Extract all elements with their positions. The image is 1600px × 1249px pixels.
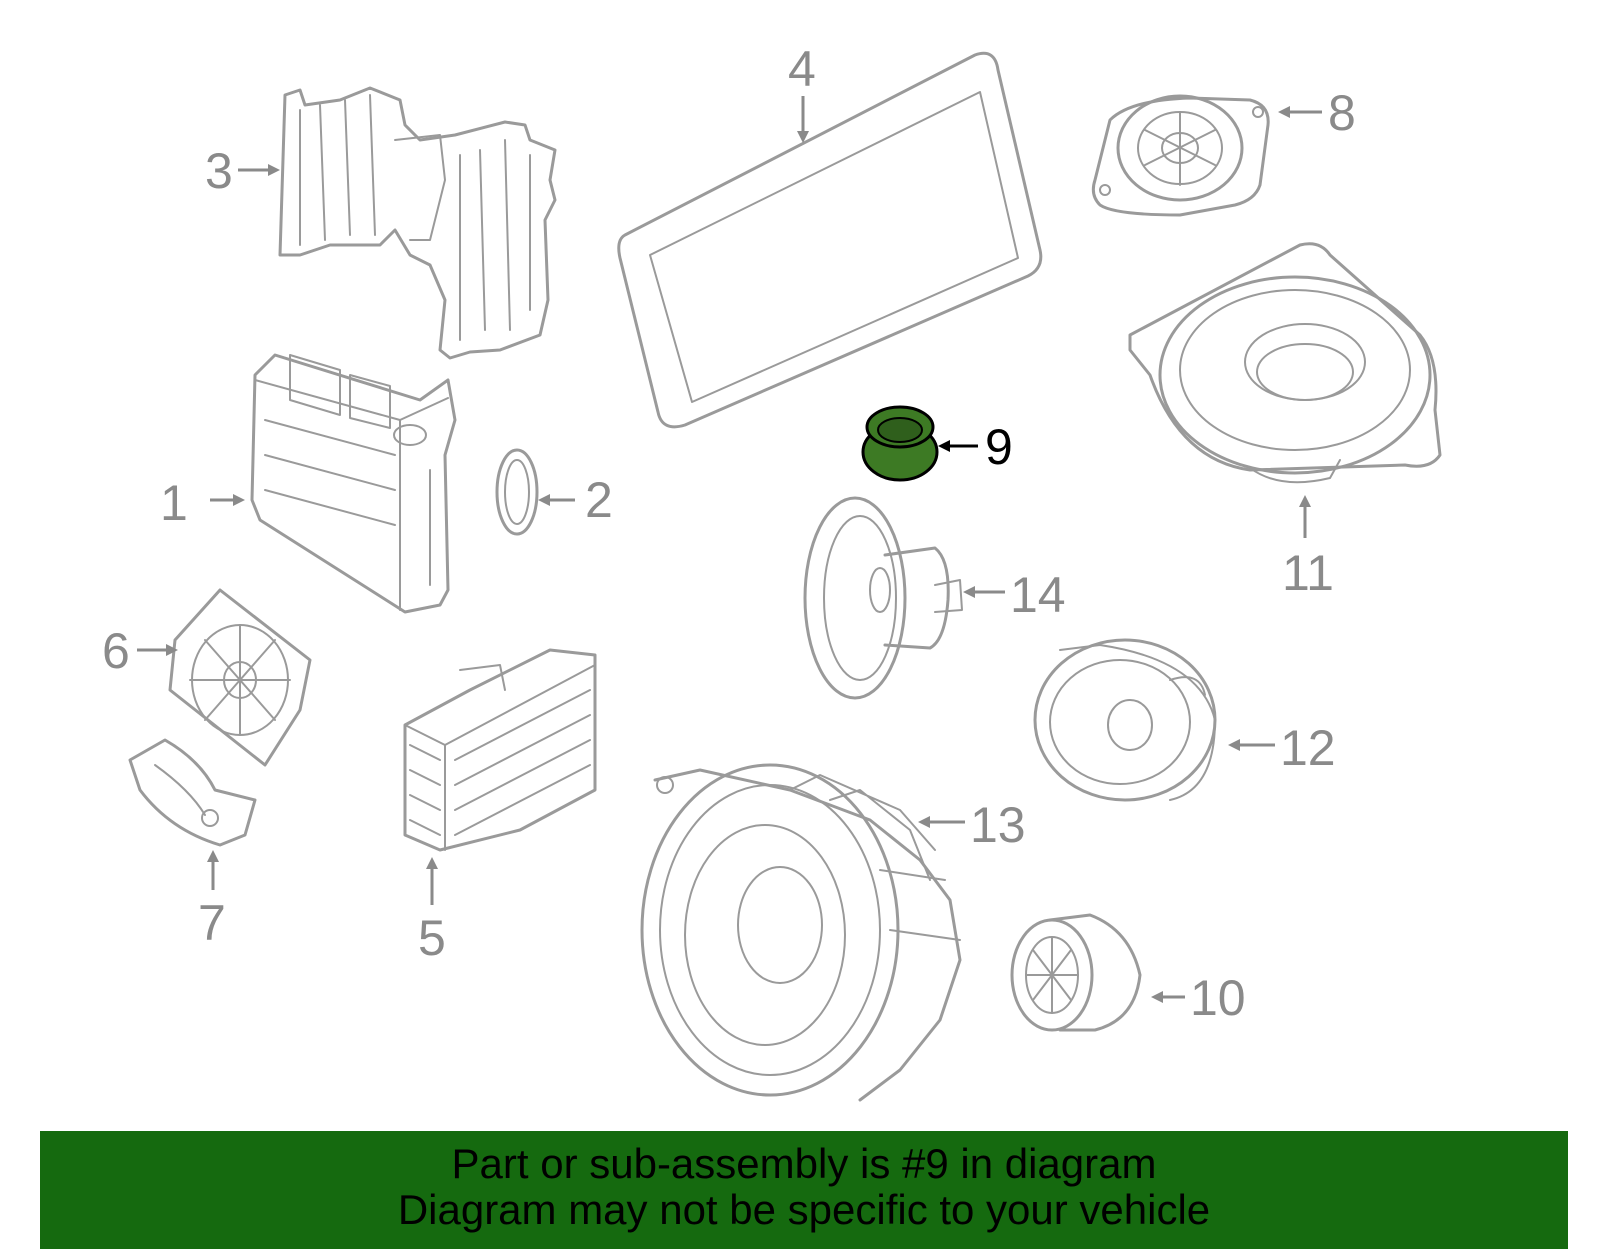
- part-1-control-unit: [250, 353, 457, 614]
- part-12-speaker: [1033, 638, 1217, 802]
- callout-8: 8: [1328, 85, 1356, 141]
- part-14-speaker: [803, 496, 963, 700]
- part-13-speaker: [640, 763, 962, 1102]
- part-2-ring: [495, 448, 539, 536]
- info-banner: Part or sub-assembly is #9 in diagram Di…: [40, 1131, 1568, 1249]
- part-9-highlighted: [861, 405, 939, 482]
- callout-13: 13: [970, 797, 1026, 853]
- banner-line-2: Diagram may not be specific to your vehi…: [397, 1186, 1211, 1233]
- part-3-bracket: [278, 86, 557, 360]
- callout-9: 9: [985, 419, 1013, 475]
- callout-12: 12: [1280, 720, 1336, 776]
- part-11-speaker: [1128, 242, 1442, 484]
- callout-3: 3: [205, 143, 233, 199]
- callout-10: 10: [1190, 970, 1246, 1026]
- part-5-connector: [403, 648, 597, 852]
- callout-labels: 1 2 3 4 5 6 7 8 9 10 11 12 13 14: [102, 41, 1356, 1026]
- callout-6: 6: [102, 623, 130, 679]
- leader-arrows: [137, 96, 1322, 1003]
- parts-diagram: 1 2 3 4 5 6 7 8 9 10 11 12 13 14: [102, 41, 1442, 1102]
- part-7-clip: [128, 738, 257, 847]
- part-6-fan: [168, 588, 312, 767]
- part-10-tweeter: [1010, 913, 1142, 1032]
- callout-14: 14: [1010, 567, 1066, 623]
- callout-2: 2: [585, 472, 613, 528]
- callout-7: 7: [198, 895, 226, 951]
- callout-4: 4: [788, 41, 816, 97]
- part-4-display: [617, 51, 1043, 429]
- callout-11: 11: [1282, 545, 1334, 601]
- callout-5: 5: [418, 910, 446, 966]
- banner-line-1: Part or sub-assembly is #9 in diagram: [451, 1140, 1157, 1187]
- part-8-tweeter: [1091, 94, 1270, 217]
- callout-1: 1: [160, 475, 188, 531]
